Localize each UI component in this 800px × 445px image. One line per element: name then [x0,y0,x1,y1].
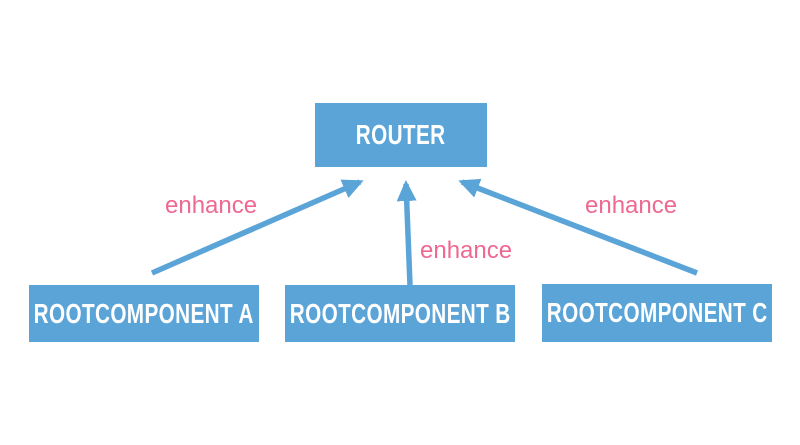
rootcomponent-b-node-label: ROOTCOMPONENT B [289,297,511,329]
rootcomponent-a-node: ROOTCOMPONENT A [29,285,259,342]
rootcomponent-c-node-label: ROOTCOMPONENT C [546,297,768,328]
arrow-component-b-to-router [396,180,417,286]
router-node-label: ROUTER [356,119,446,150]
rootcomponent-b-node: ROOTCOMPONENT B [285,285,515,342]
edge-label-enhance-a: enhance [165,192,258,219]
router-node: ROUTER [315,103,487,167]
arrow-component-a-to-router [150,179,364,276]
arrow-component-c-to-router [458,178,698,276]
rootcomponent-a-node-label: ROOTCOMPONENT A [33,297,255,329]
rootcomponent-c-node: ROOTCOMPONENT C [542,284,772,342]
edge-label-enhance-b: enhance [420,237,513,264]
edge-label-enhance-c: enhance [585,192,678,219]
